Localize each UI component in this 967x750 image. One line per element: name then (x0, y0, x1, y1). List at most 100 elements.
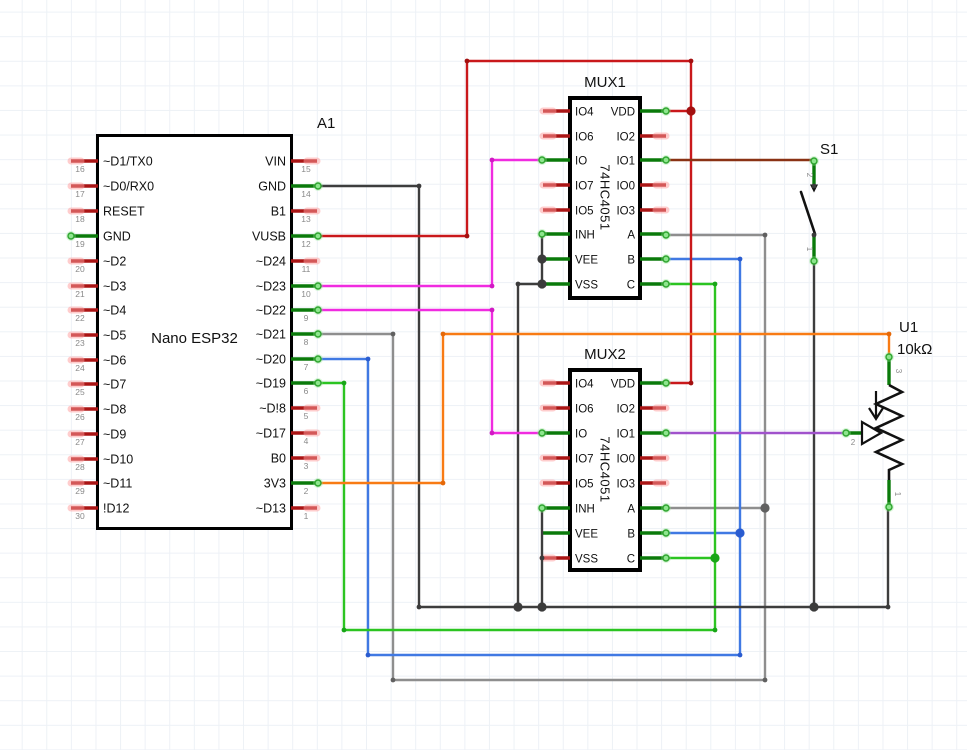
pin-label-mux2-b: B (627, 529, 635, 541)
wire-junction-dot (735, 528, 745, 538)
pin-number: 6 (304, 386, 309, 396)
pin-label-mux1-io7: IO7 (575, 181, 594, 193)
wire-bend-dot (464, 233, 470, 239)
pin-number: 8 (304, 337, 309, 347)
pin-endpoint[interactable] (314, 479, 322, 487)
pin-endpoint[interactable] (662, 429, 670, 437)
pin-endpoint[interactable] (314, 355, 322, 363)
pin-endpoint[interactable] (810, 157, 818, 165)
pin-label-nano-~d8: ~D8 (103, 403, 126, 417)
pin-endpoint[interactable] (538, 156, 546, 164)
pin-label-nano-~d13: ~D13 (256, 502, 286, 516)
pin-endpoint[interactable] (662, 379, 670, 387)
pin-endpoint[interactable] (885, 503, 893, 511)
wire-gnd-mux1-chain[interactable] (516, 232, 544, 609)
pot-pin1-number: 1 (893, 492, 902, 497)
pin-endpoint[interactable] (314, 232, 322, 240)
pin-label-mux1-inh: INH (575, 230, 595, 242)
wire-bend-dot (688, 58, 694, 64)
chip-mux2-74hc4051[interactable] (568, 368, 642, 572)
pin-label-mux1-io: IO (575, 156, 587, 168)
pin-endpoint[interactable] (810, 257, 818, 265)
pot-value-label: 10kΩ (897, 341, 933, 358)
pin-label-nano-~d3: ~D3 (103, 280, 126, 294)
pin-endpoint[interactable] (538, 230, 546, 238)
pin-label-mux2-a: A (627, 504, 635, 516)
pin-endpoint[interactable] (662, 554, 670, 562)
pin-number: 12 (301, 239, 311, 249)
pot-pin2-number: 2 (851, 438, 856, 447)
pin-endpoint[interactable] (662, 504, 670, 512)
wire-vusb-supply[interactable] (316, 59, 693, 385)
wire-bend-dot (712, 281, 718, 287)
pin-endpoint[interactable] (662, 156, 670, 164)
pin-number: 10 (301, 289, 311, 299)
pin-label-mux1-io6: IO6 (575, 132, 594, 144)
pin-label-mux2-io4: IO4 (575, 379, 594, 391)
nano-ref-label: A1 (317, 115, 336, 132)
wire-bend-dot (489, 283, 495, 289)
pin-label-nano-~d20: ~D20 (256, 353, 286, 367)
wire-addr-a[interactable] (316, 233, 767, 682)
pot-ref-label: U1 (899, 319, 919, 336)
pin-endpoint[interactable] (662, 529, 670, 537)
pin-label-nano-vin: VIN (265, 155, 286, 169)
pin-number: 3 (304, 461, 309, 471)
pin-endpoint[interactable] (842, 429, 850, 437)
pot-wiper-triangle-icon (860, 420, 884, 446)
wire-junction-dot (760, 503, 770, 513)
pin-number: 1 (304, 511, 309, 521)
switch-lever[interactable] (799, 190, 817, 236)
pin-label-mux2-vdd: VDD (611, 379, 635, 391)
pin-endpoint[interactable] (538, 504, 546, 512)
pin-number: 19 (75, 239, 85, 249)
pin-label-mux1-b: B (627, 255, 635, 267)
pin-label-nano-~d1/tx0: ~D1/TX0 (103, 155, 153, 169)
switch-ref-label: S1 (820, 141, 839, 158)
pin-endpoint[interactable] (885, 353, 893, 361)
pin-endpoint[interactable] (662, 231, 670, 239)
pin-number: 23 (75, 338, 85, 348)
pin-endpoint[interactable] (314, 182, 322, 190)
pin-endpoint[interactable] (314, 330, 322, 338)
pin-label-nano-~d!8: ~D!8 (259, 402, 286, 416)
pin-label-nano-~d0/rx0: ~D0/RX0 (103, 180, 154, 194)
pin-label-mux1-io1: IO1 (616, 156, 635, 168)
pin-number: 18 (75, 214, 85, 224)
pin-number: 15 (301, 164, 311, 174)
mux2-part-label: 74HC4051 (597, 436, 613, 503)
wire-bend-dot (762, 232, 768, 238)
wire-d22-mux2-io[interactable] (316, 308, 544, 435)
pin-endpoint[interactable] (662, 255, 670, 263)
wire-addr-c[interactable] (316, 282, 717, 632)
wire-bend-dot (886, 331, 892, 337)
pin-endpoint[interactable] (67, 232, 75, 240)
pin-number: 14 (301, 189, 311, 199)
wire-d23-mux1-io[interactable] (316, 158, 544, 288)
wire-bend-dot (885, 604, 891, 610)
pin-number: 28 (75, 462, 85, 472)
pin-label-nano-~d6: ~D6 (103, 354, 126, 368)
pin-endpoint[interactable] (314, 306, 322, 314)
wire-bend-dot (737, 652, 743, 658)
pin-number: 25 (75, 387, 85, 397)
pin-label-mux1-io0: IO0 (616, 181, 635, 193)
pin-number: 30 (75, 511, 85, 521)
switch-pin2-number: 2 (805, 173, 814, 178)
wire-junction-dot (686, 106, 696, 116)
chip-mux1-74hc4051[interactable] (568, 96, 642, 300)
chip-nano-esp32[interactable] (96, 134, 293, 530)
pot-resistor-zigzag[interactable] (872, 383, 906, 480)
pin-endpoint[interactable] (538, 429, 546, 437)
pin-endpoint[interactable] (314, 282, 322, 290)
pin-endpoint[interactable] (662, 107, 670, 115)
pin-label-mux2-io5: IO5 (575, 479, 594, 491)
pin-endpoint[interactable] (662, 280, 670, 288)
pin-endpoint[interactable] (314, 379, 322, 387)
wire-addr-b[interactable] (316, 257, 742, 657)
wire-bend-dot (464, 58, 470, 64)
pin-number: 24 (75, 363, 85, 373)
wire-bend-dot (489, 157, 495, 163)
pin-label-mux1-io3: IO3 (616, 206, 635, 218)
pin-label-nano-~d21: ~D21 (256, 328, 286, 342)
